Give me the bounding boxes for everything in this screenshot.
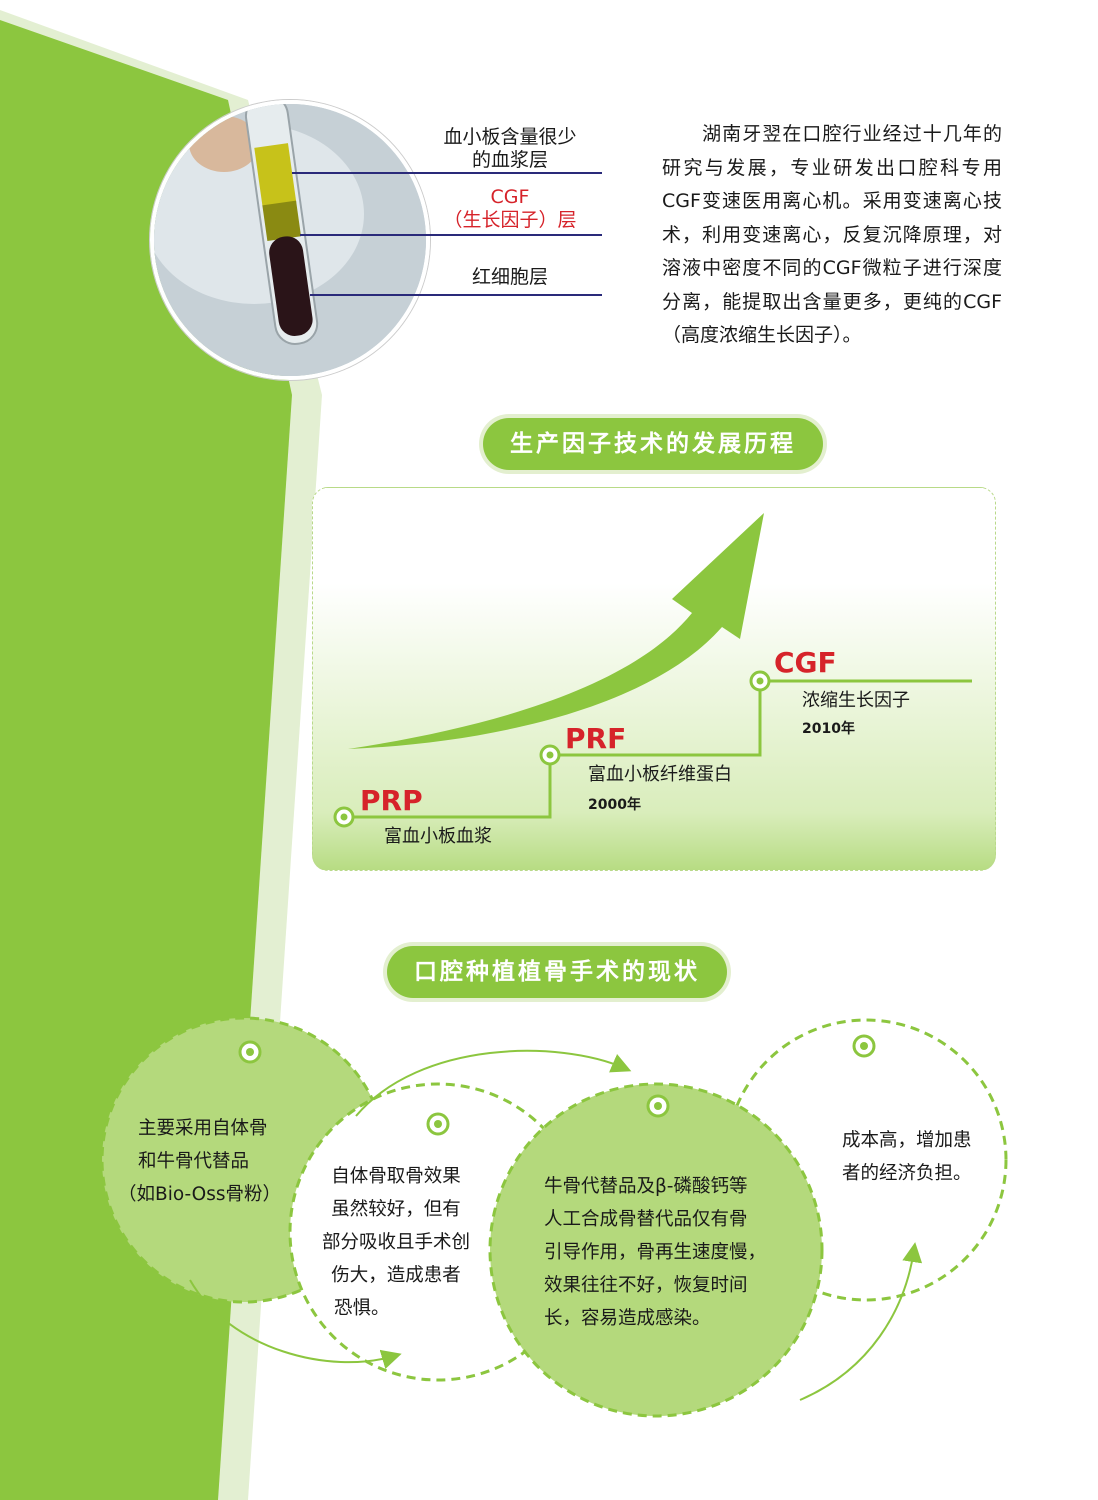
circle-1-ring-icon bbox=[238, 1040, 262, 1064]
plasma-layer-label: 血小板含量很少 的血浆层 bbox=[443, 126, 577, 171]
plasma-pointer-line bbox=[292, 172, 602, 174]
timeline-cgf-desc: 浓缩生长因子 bbox=[802, 690, 910, 711]
section-title-status: 口腔种植植骨手术的现状 bbox=[387, 946, 727, 998]
timeline-cgf-year: 2010年 bbox=[802, 721, 855, 737]
timeline-prp-desc: 富血小板血浆 bbox=[384, 826, 492, 847]
timeline-prf-year: 2000年 bbox=[588, 797, 641, 813]
test-tube-photo bbox=[150, 100, 430, 380]
circle-4-ring-icon bbox=[852, 1034, 876, 1058]
timeline-cgf-title: CGF bbox=[774, 646, 837, 679]
circle-1-text: 主要采用自体骨 和牛骨代替品 （如Bio-Oss骨粉） bbox=[118, 1118, 282, 1205]
intro-paragraph: 湖南牙翌在口腔行业经过十几年的研究与发展，专业研发出口腔科专用CGF变速医用离心… bbox=[662, 123, 1002, 346]
circle-substitutes bbox=[488, 1082, 824, 1418]
circle-2-text: 自体骨取骨效果 虽然较好，但有 部分吸收且手术创 伤大，造成患者 恐惧。 bbox=[321, 1166, 470, 1319]
rbc-pointer-line bbox=[310, 294, 602, 296]
growth-arrow bbox=[348, 513, 764, 749]
timeline-prp-title: PRP bbox=[360, 784, 423, 817]
cgf-pointer-line bbox=[300, 234, 602, 236]
timeline-node-prf bbox=[539, 744, 561, 766]
timeline-prf-title: PRF bbox=[565, 722, 627, 755]
circle-2-ring-icon bbox=[426, 1112, 450, 1136]
timeline-node-cgf bbox=[749, 670, 771, 692]
timeline-prf-desc: 富血小板纤维蛋白 bbox=[588, 764, 732, 785]
cgf-layer-label: CGF （生长因子）层 bbox=[443, 186, 577, 231]
timeline-graphic bbox=[333, 513, 972, 828]
rbc-layer-label: 红细胞层 bbox=[471, 266, 548, 288]
circle-3-text: 牛骨代替品及β-磷酸钙等 人工合成骨替代品仅有骨 引导作用，骨再生速度慢， 效果… bbox=[544, 1176, 767, 1329]
timeline-node-prp bbox=[333, 806, 355, 828]
circle-4-text: 成本高，增加患 者的经济负担。 bbox=[842, 1130, 972, 1184]
section-title-development: 生产因子技术的发展历程 bbox=[483, 418, 823, 470]
circle-3-ring-icon bbox=[646, 1094, 670, 1118]
